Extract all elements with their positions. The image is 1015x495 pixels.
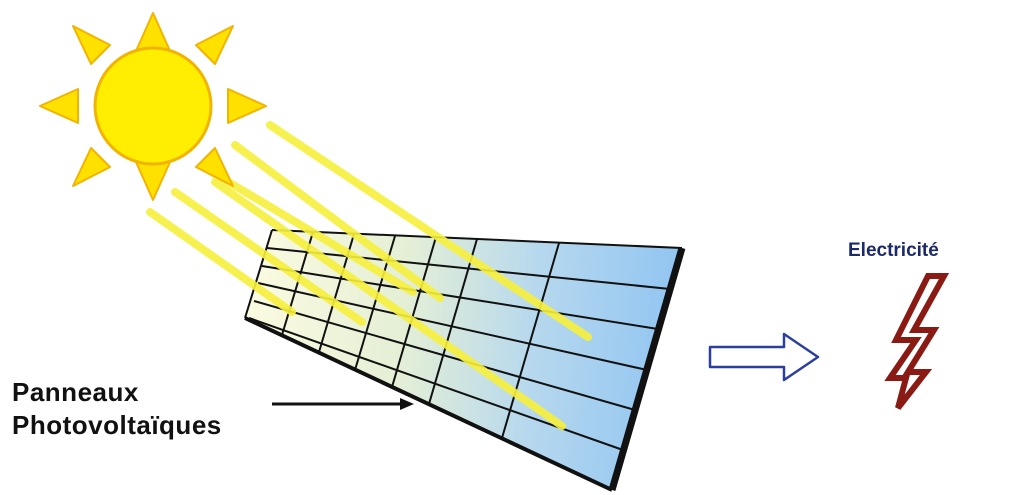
sun-ray — [146, 208, 296, 316]
panels-label-line2: Photovoltaïques — [12, 410, 222, 440]
sun-ray — [231, 141, 444, 302]
right-arrow-icon — [708, 332, 820, 382]
panels-label-line1: Panneaux — [12, 377, 139, 407]
panel-pointer-arrow — [272, 398, 414, 410]
sun-ray — [266, 121, 592, 341]
sun-ray — [201, 164, 417, 296]
sun-rays — [146, 121, 592, 430]
lightning-bolt-icon — [884, 273, 950, 410]
sun-ray — [211, 178, 566, 430]
panel-bottom-edge — [244, 316, 613, 492]
sun-disc — [93, 46, 213, 166]
electricity-label: Electricité — [848, 240, 939, 261]
sun-icon — [39, 12, 267, 201]
sun-ray — [171, 188, 366, 326]
sun-spikes — [39, 12, 267, 201]
panels-label: Panneaux Photovoltaïques — [12, 376, 222, 442]
